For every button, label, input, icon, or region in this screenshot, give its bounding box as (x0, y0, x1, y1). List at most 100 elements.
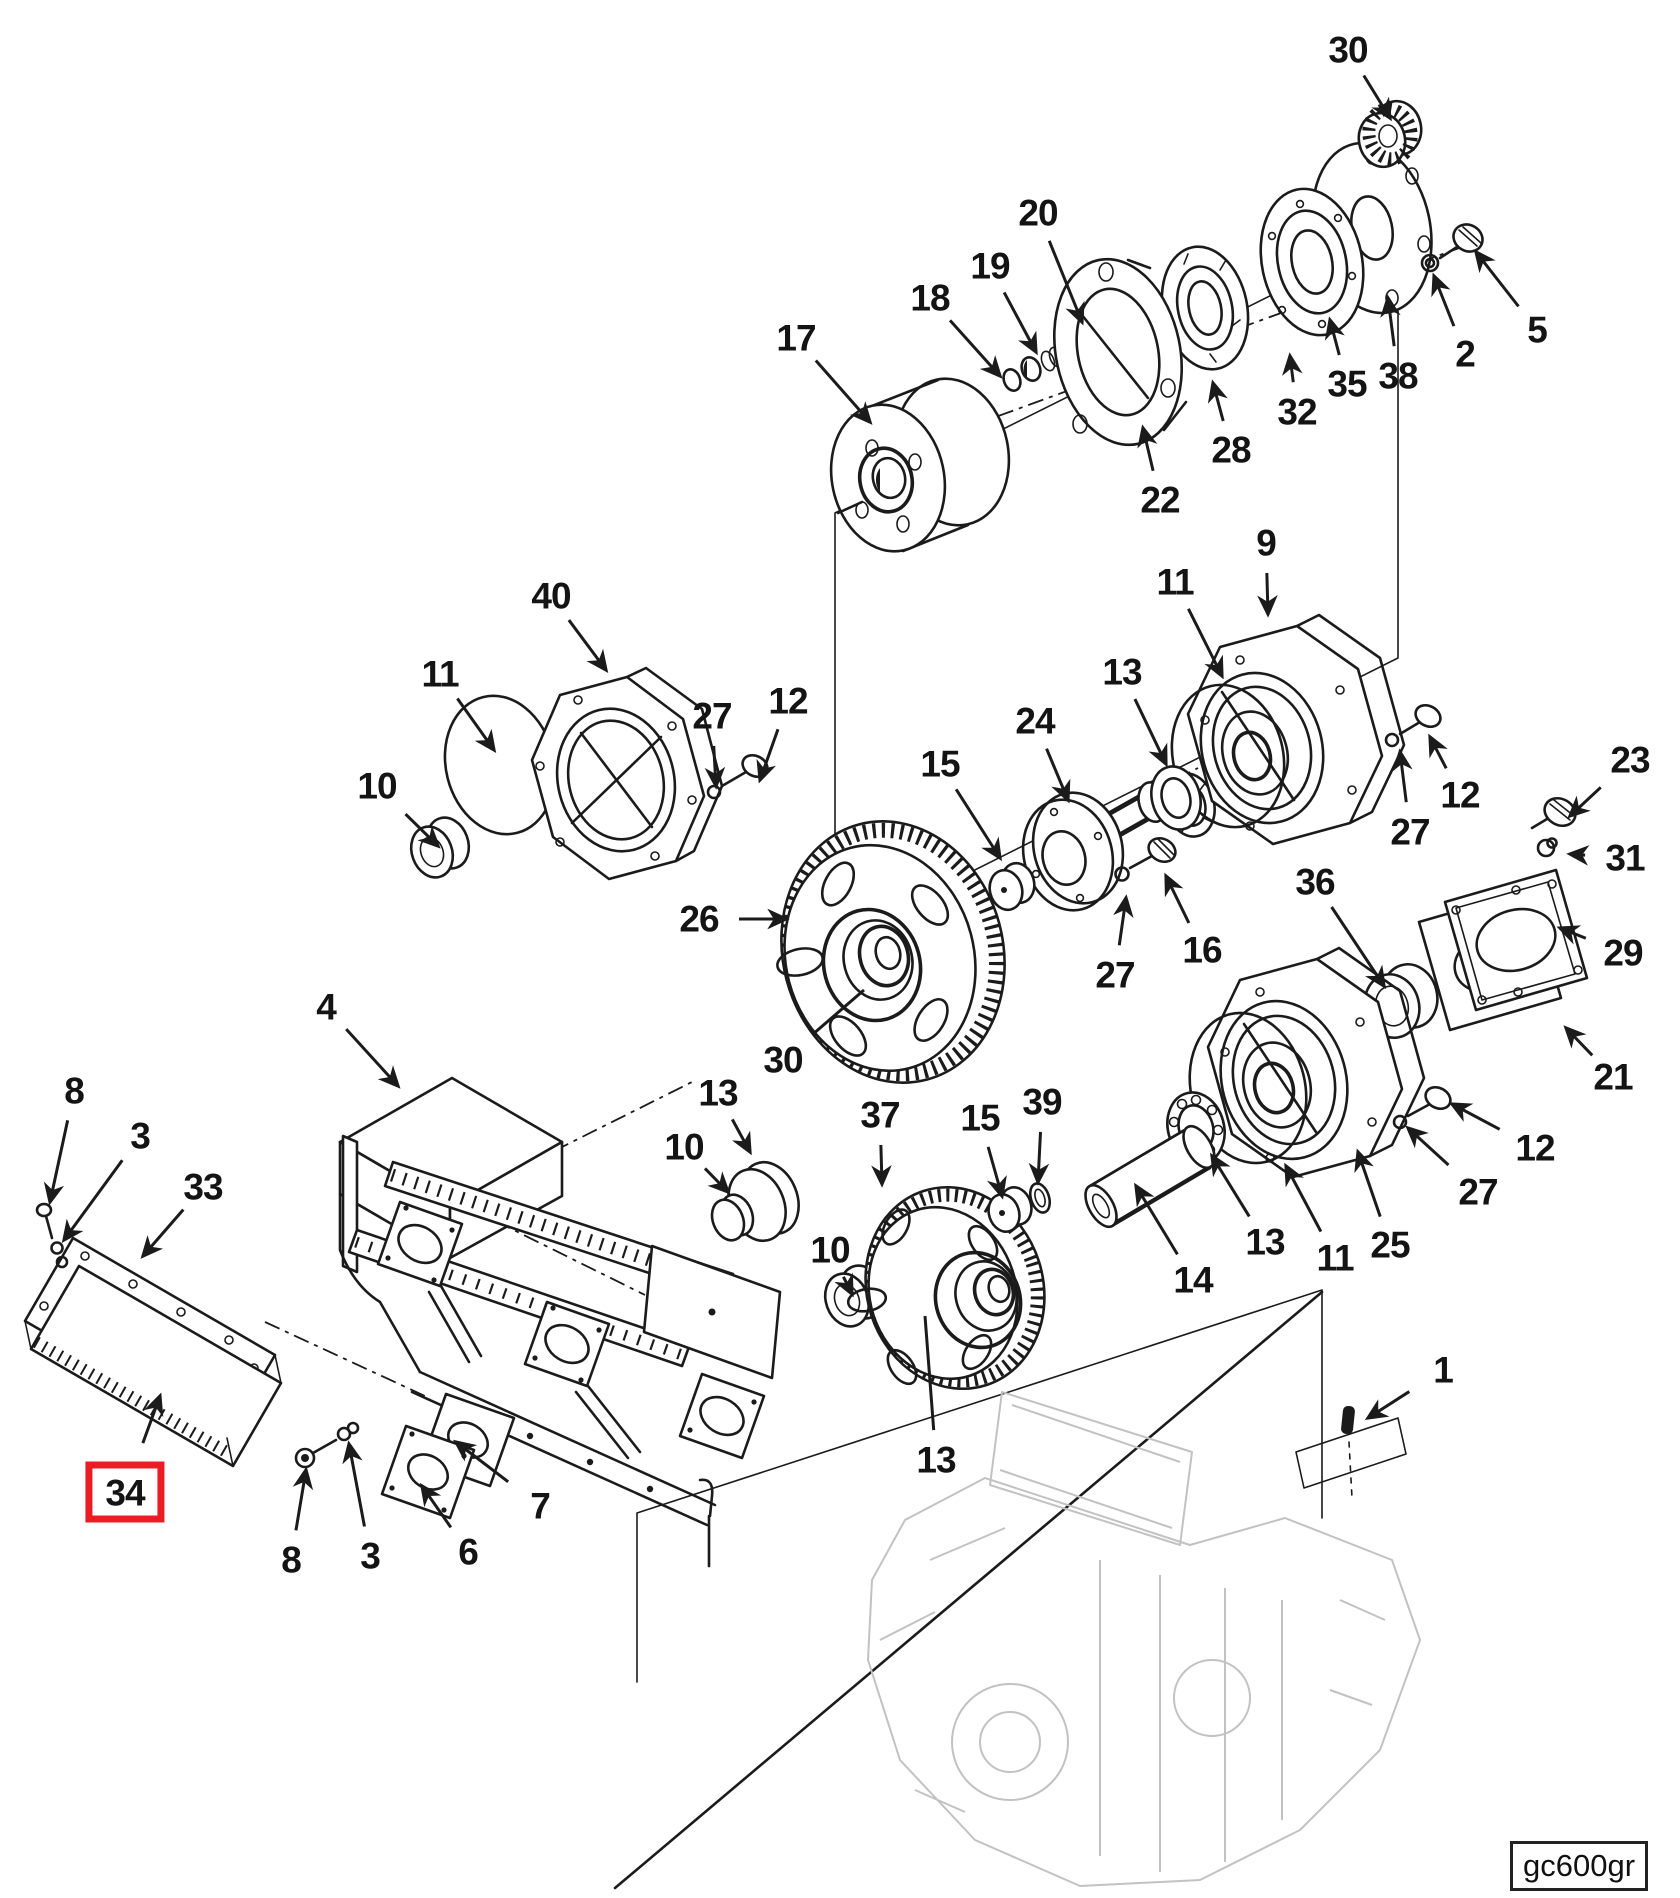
leader-15 (954, 788, 1003, 862)
callout-15: 15 (960, 1097, 1000, 1139)
leader-17 (814, 359, 873, 425)
cover-bolt-and-washers-upper (35, 1202, 69, 1269)
callout-2: 2 (1455, 333, 1476, 375)
callout-36: 36 (1295, 861, 1335, 903)
leader-10 (703, 1167, 731, 1195)
bearing-carrier-9 (1186, 613, 1406, 846)
leader-11 (1284, 1162, 1323, 1233)
callout-8: 8 (64, 1070, 85, 1112)
leader-8 (43, 1120, 70, 1206)
callout-6: 6 (458, 1531, 479, 1573)
leader-3 (61, 1159, 124, 1244)
leader-24 (1045, 748, 1071, 804)
callout-24: 24 (1015, 700, 1055, 742)
callout-18: 18 (910, 277, 950, 319)
callout-13: 13 (1245, 1221, 1285, 1263)
gearcase-housing (338, 1076, 782, 1568)
leader-3 (342, 1440, 366, 1527)
leader-12 (1428, 733, 1448, 770)
callout-11: 11 (1316, 1237, 1354, 1279)
leader-13 (923, 1315, 936, 1431)
callout-leader-lines (43, 74, 1602, 1531)
leader-37 (871, 1144, 892, 1188)
callout-5: 5 (1527, 309, 1548, 351)
callout-4: 4 (316, 986, 337, 1028)
callout-12: 12 (768, 680, 808, 722)
leader-25 (1354, 1148, 1382, 1218)
leader-16 (1164, 872, 1191, 924)
leader-23 (1567, 786, 1602, 819)
callout-28: 28 (1211, 429, 1251, 471)
engine-block-ghost (867, 1391, 1421, 1887)
leader-6 (419, 1482, 453, 1529)
callout-22: 22 (1140, 479, 1180, 521)
retainer-35 (1259, 187, 1365, 337)
section-pane-lower (613, 1289, 1407, 1890)
callout-9: 9 (1256, 522, 1277, 564)
leader-13 (730, 1118, 752, 1156)
leader-20 (1047, 240, 1085, 326)
leader-32 (1282, 352, 1303, 383)
callout-3: 3 (360, 1535, 381, 1577)
bearing-cover-40 (530, 666, 724, 881)
locknut-30-top (1357, 99, 1423, 169)
callout-37: 37 (860, 1094, 900, 1136)
callout-23: 23 (1610, 739, 1650, 781)
leader-35 (1324, 316, 1345, 356)
leader-4 (345, 1028, 401, 1089)
callout-35: 35 (1327, 363, 1367, 405)
leader-12 (1448, 1102, 1501, 1131)
callout-39: 39 (1022, 1081, 1062, 1123)
leader-27 (1392, 748, 1413, 803)
leader-27 (1113, 894, 1134, 946)
leader-36 (1330, 906, 1387, 990)
leader-12 (756, 728, 780, 784)
callout-12: 12 (1515, 1127, 1555, 1169)
leader-19 (1002, 291, 1038, 356)
bearing-carrier-25 (1206, 946, 1426, 1179)
dowel-pin-1 (1341, 1405, 1355, 1499)
leader-8 (292, 1466, 314, 1531)
callout-30: 30 (1328, 29, 1368, 71)
leader-9 (1257, 572, 1278, 618)
leader-5 (1473, 249, 1520, 308)
callout-29: 29 (1603, 932, 1643, 974)
callout-38: 38 (1378, 355, 1418, 397)
callout-32: 32 (1277, 391, 1317, 433)
leader-13 (1133, 698, 1168, 768)
callout-10: 10 (357, 765, 397, 807)
leader-30 (812, 988, 865, 1035)
callout-10: 10 (810, 1229, 850, 1271)
leader-27 (1405, 1125, 1450, 1167)
callout-10: 10 (664, 1126, 704, 1168)
washer-2 (1420, 253, 1440, 273)
callout-27: 27 (1458, 1171, 1498, 1213)
callout-26: 26 (679, 898, 719, 940)
leader-40 (567, 619, 609, 674)
bearing-28 (1160, 245, 1250, 371)
leader-11 (1187, 608, 1224, 680)
callout-1: 1 (1433, 1349, 1454, 1391)
callout-27: 27 (692, 695, 732, 737)
leader-39 (1028, 1131, 1050, 1186)
callout-12: 12 (1440, 774, 1480, 816)
leader-14 (1134, 1182, 1179, 1256)
leader-18 (948, 319, 1003, 379)
callout-3: 3 (130, 1115, 151, 1157)
callout-13: 13 (1102, 651, 1142, 693)
leader-27 (704, 745, 726, 790)
callout-40: 40 (531, 575, 571, 617)
callout-7: 7 (530, 1485, 551, 1527)
hand-hole-cover-and-gasket (23, 1236, 283, 1468)
leader-2 (1431, 272, 1456, 327)
clutch-drum-17 (829, 377, 1011, 553)
figure-code-label: gc600gr (1510, 1841, 1648, 1891)
leader-11 (456, 697, 497, 754)
leader-22 (1137, 424, 1158, 472)
leader-28 (1207, 379, 1228, 422)
callout-21: 21 (1593, 1056, 1633, 1098)
callout-13: 13 (916, 1439, 956, 1481)
callout-16: 16 (1182, 929, 1222, 971)
bolt-12-and-washer-27-lower-right (1392, 1085, 1452, 1130)
